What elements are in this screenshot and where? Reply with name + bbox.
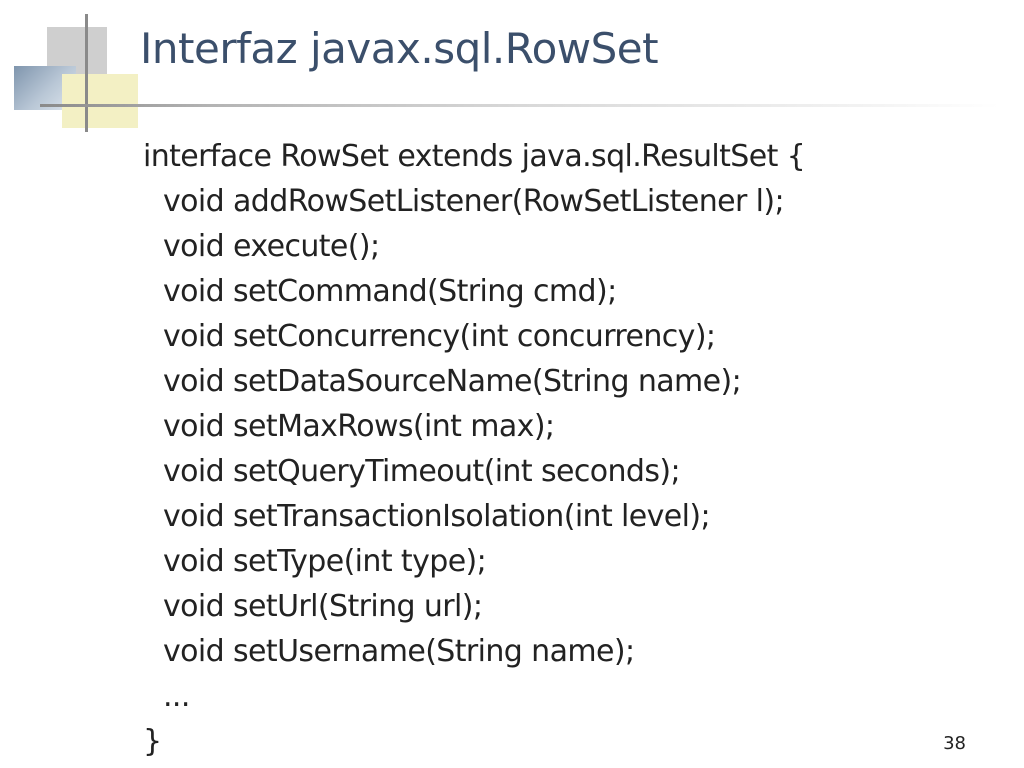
page-number: 38 <box>943 733 966 754</box>
vertical-rule <box>85 14 88 132</box>
code-block: interface RowSet extends java.sql.Result… <box>143 134 963 764</box>
code-line-execute: void execute(); <box>163 229 380 264</box>
horizontal-rule <box>40 104 1000 107</box>
corner-decoration <box>0 0 200 150</box>
code-line-set-data-source-name: void setDataSourceName(String name); <box>163 364 742 399</box>
code-line-set-concurrency: void setConcurrency(int concurrency); <box>163 319 716 354</box>
yellow-square-decoration <box>62 74 138 128</box>
code-line-set-command: void setCommand(String cmd); <box>163 274 617 309</box>
code-line-ellipsis: ... <box>163 679 190 714</box>
code-line-add-rowset-listener: void addRowSetListener(RowSetListener l)… <box>163 184 785 219</box>
code-line-set-url: void setUrl(String url); <box>163 589 483 624</box>
code-line-set-transaction-isolation: void setTransactionIsolation(int level); <box>163 499 711 534</box>
code-line-set-max-rows: void setMaxRows(int max); <box>163 409 555 444</box>
code-line-set-type: void setType(int type); <box>163 544 487 579</box>
code-line-set-username: void setUsername(String name); <box>163 634 635 669</box>
slide-title: Interfaz javax.sql.RowSet <box>140 24 659 73</box>
code-line-closing-brace: } <box>143 724 162 759</box>
code-line-set-query-timeout: void setQueryTimeout(int seconds); <box>163 454 681 489</box>
code-line-interface-declaration: interface RowSet extends java.sql.Result… <box>143 139 806 174</box>
